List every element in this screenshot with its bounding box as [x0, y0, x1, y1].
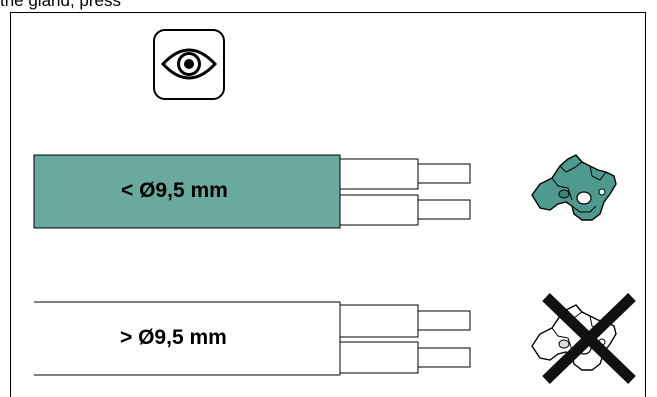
cable-small	[33, 154, 471, 229]
cable-small-label: < Ø9,5 mm	[121, 179, 228, 202]
prohibited-cross-icon	[542, 293, 636, 384]
diagram-panel	[10, 12, 646, 397]
cable-large-label: > Ø9,5 mm	[120, 326, 227, 349]
cable-large	[34, 301, 471, 376]
header-text: the gland, press	[0, 0, 121, 10]
cable-small-sheath	[33, 154, 341, 229]
clip-allowed	[531, 154, 617, 221]
eye-icon	[153, 29, 225, 100]
